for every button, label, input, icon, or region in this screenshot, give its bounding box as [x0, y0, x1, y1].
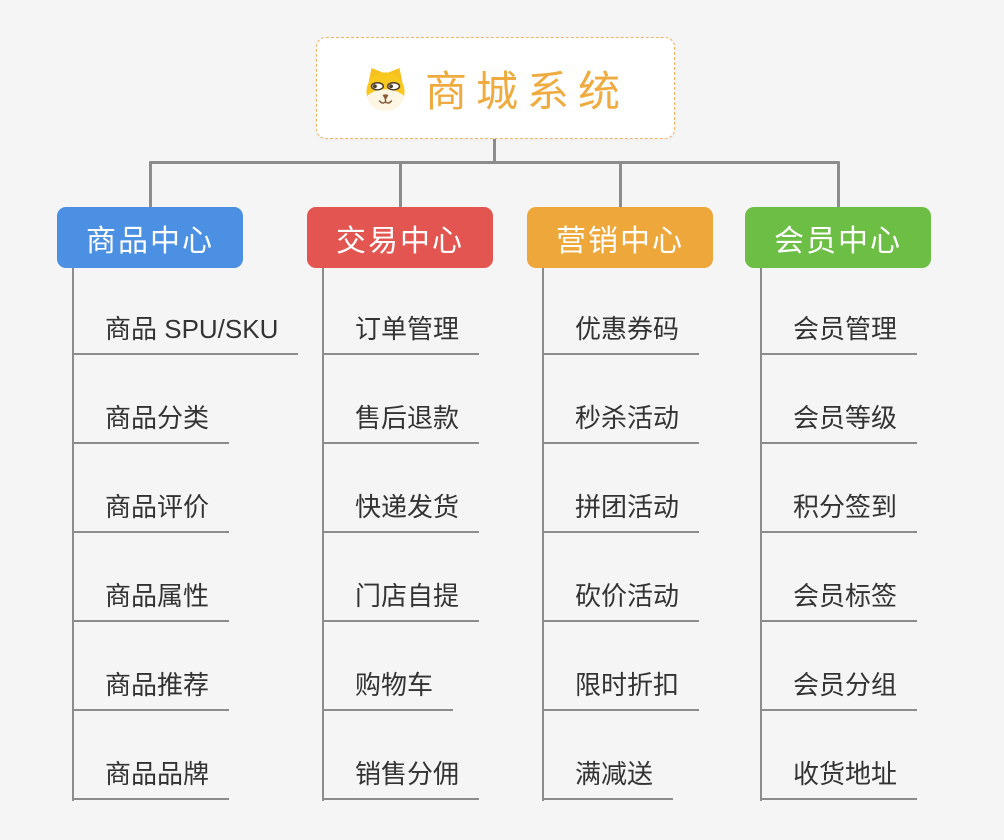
- leaf-node[interactable]: 会员等级: [760, 403, 918, 444]
- leaf-node[interactable]: 售后退款: [322, 403, 480, 444]
- branch-label: 营销中心: [556, 224, 684, 258]
- leaf-node[interactable]: 限时折扣: [542, 670, 700, 711]
- connector-member-children: [760, 268, 762, 801]
- leaf-label: 会员标签: [760, 581, 918, 622]
- leaf-label: 优惠券码: [542, 314, 700, 355]
- leaf-label: 商品品牌: [72, 759, 230, 800]
- leaf-label: 限时折扣: [542, 670, 700, 711]
- branch-node-marketing-center[interactable]: 营销中心: [527, 207, 713, 268]
- leaf-label: 商品分类: [72, 403, 230, 444]
- leaf-node[interactable]: 会员分组: [760, 670, 918, 711]
- leaf-node[interactable]: 商品推荐: [72, 670, 230, 711]
- branch-label: 会员中心: [774, 224, 902, 258]
- leaf-node[interactable]: 商品分类: [72, 403, 230, 444]
- leaf-label: 订单管理: [322, 314, 480, 355]
- connector-drop-marketing: [619, 161, 622, 208]
- leaf-node[interactable]: 秒杀活动: [542, 403, 700, 444]
- leaf-node[interactable]: 砍价活动: [542, 581, 700, 622]
- leaf-label: 快递发货: [322, 492, 480, 533]
- leaf-label: 收货地址: [760, 759, 918, 800]
- leaf-node[interactable]: 会员标签: [760, 581, 918, 622]
- leaf-label: 满减送: [542, 759, 674, 800]
- leaf-node[interactable]: 购物车: [322, 670, 454, 711]
- leaf-label: 门店自提: [322, 581, 480, 622]
- connector-product-children: [72, 268, 74, 801]
- branch-node-trade-center[interactable]: 交易中心: [307, 207, 493, 268]
- connector-root-stem: [493, 139, 496, 163]
- leaf-node[interactable]: 销售分佣: [322, 759, 480, 800]
- connector-drop-member: [837, 161, 840, 208]
- connector-drop-trade: [399, 161, 402, 208]
- shiba-dog-icon: [366, 67, 405, 111]
- connector-drop-product: [149, 161, 152, 208]
- leaf-label: 拼团活动: [542, 492, 700, 533]
- leaf-node[interactable]: 优惠券码: [542, 314, 700, 355]
- leaf-label: 会员管理: [760, 314, 918, 355]
- leaf-label: 购物车: [322, 670, 454, 711]
- root-title: 商城系统: [424, 67, 629, 115]
- connector-marketing-children: [542, 268, 544, 801]
- leaf-node[interactable]: 会员管理: [760, 314, 918, 355]
- leaf-node[interactable]: 门店自提: [322, 581, 480, 622]
- leaf-node[interactable]: 积分签到: [760, 492, 918, 533]
- leaf-node[interactable]: 商品 SPU/SKU: [72, 314, 299, 355]
- leaf-node[interactable]: 商品评价: [72, 492, 230, 533]
- connector-trade-children: [322, 268, 324, 801]
- branch-label: 交易中心: [336, 224, 464, 258]
- leaf-label: 会员分组: [760, 670, 918, 711]
- leaf-node[interactable]: 收货地址: [760, 759, 918, 800]
- leaf-label: 商品属性: [72, 581, 230, 622]
- leaf-label: 秒杀活动: [542, 403, 700, 444]
- leaf-node[interactable]: 满减送: [542, 759, 674, 800]
- leaf-label: 商品评价: [72, 492, 230, 533]
- leaf-label: 销售分佣: [322, 759, 480, 800]
- leaf-node[interactable]: 订单管理: [322, 314, 480, 355]
- leaf-label: 商品 SPU/SKU: [72, 314, 299, 355]
- leaf-label: 售后退款: [322, 403, 480, 444]
- leaf-node[interactable]: 快递发货: [322, 492, 480, 533]
- leaf-node[interactable]: 商品品牌: [72, 759, 230, 800]
- leaf-node[interactable]: 拼团活动: [542, 492, 700, 533]
- branch-node-product-center[interactable]: 商品中心: [57, 207, 243, 268]
- root-node[interactable]: 商城系统: [316, 37, 675, 139]
- leaf-label: 积分签到: [760, 492, 918, 533]
- leaf-label: 商品推荐: [72, 670, 230, 711]
- leaf-label: 会员等级: [760, 403, 918, 444]
- branch-label: 商品中心: [86, 224, 214, 258]
- branch-node-member-center[interactable]: 会员中心: [745, 207, 931, 268]
- leaf-label: 砍价活动: [542, 581, 700, 622]
- leaf-node[interactable]: 商品属性: [72, 581, 230, 622]
- connector-horizontal-bar: [149, 161, 840, 164]
